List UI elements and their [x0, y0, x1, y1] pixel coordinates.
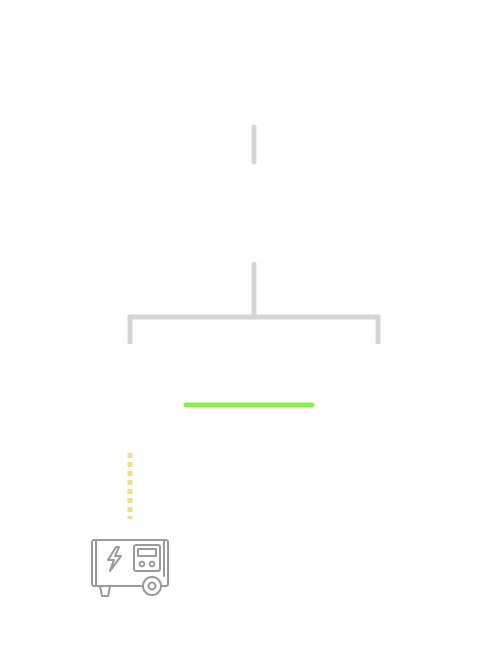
generator-icon — [91, 539, 169, 597]
branch-connector — [127, 261, 381, 345]
